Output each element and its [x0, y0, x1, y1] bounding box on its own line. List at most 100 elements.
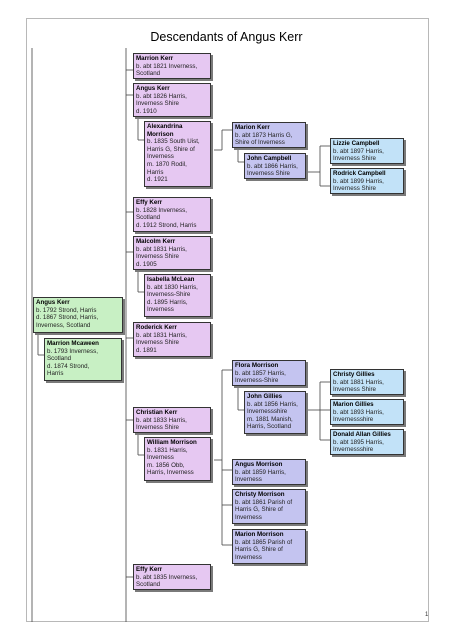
person-roderick-kerr[interactable]: Roderick Kerr b. abt 1831 Harris, Invern…: [133, 322, 211, 357]
person-detail: Inverness-Shire: [147, 291, 191, 299]
person-detail: Shire of Inverness: [235, 139, 285, 147]
person-christian-kerr[interactable]: Christian Kerr b. abt 1833 Harris, Inver…: [133, 407, 211, 433]
person-detail: Harris, Inverness: [147, 469, 194, 477]
person-marrion-kerr[interactable]: Marrion Kerr b. abt 1821 Inverness, Scot…: [133, 53, 211, 79]
person-detail: b. abt 1893 Harris,: [333, 408, 384, 416]
person-detail: Harris, Scotland: [247, 423, 292, 431]
person-john-gillies[interactable]: John Gillies b. abt 1856 Harris, Inverne…: [244, 391, 306, 434]
person-detail: Inverness: [235, 553, 262, 561]
person-detail: b. abt 1856 Harris,: [247, 400, 298, 408]
person-detail: Inverness: [147, 153, 174, 161]
person-detail: b. 1835 South Uist,: [147, 138, 200, 146]
person-detail: Harris G, Shire of: [147, 145, 195, 153]
person-name: Christian Kerr: [136, 409, 178, 416]
person-detail: m. 1881 Manish,: [247, 415, 293, 423]
person-rodrick-campbell[interactable]: Rodrick Campbell b. abt 1899 Harris, Inv…: [330, 168, 404, 194]
person-detail: b. abt 1857 Harris,: [235, 369, 286, 377]
person-detail: Harris: [47, 370, 64, 378]
person-detail: d. 1912 Strond, Harris: [136, 221, 197, 229]
person-name: Malcolm Kerr: [136, 238, 176, 245]
person-name: Marrion Kerr: [136, 55, 174, 62]
person-marrion-mcaween[interactable]: Marrion Mcaween b. 1793 Inverness, Scotl…: [44, 338, 122, 381]
person-detail: b. abt 1866 Harris,: [247, 162, 298, 170]
person-detail: Inverness: [147, 454, 174, 462]
person-detail: Scotland: [136, 581, 161, 589]
person-detail: Invernessshire: [333, 416, 374, 424]
person-detail: b. abt 1881 Harris,: [333, 378, 384, 386]
person-detail: b. 1828 Inverness,: [136, 206, 187, 214]
person-name: Marrion Mcaween: [47, 340, 99, 347]
person-detail: b. abt 1830 Harris,: [147, 283, 198, 291]
person-name: Effy Kerr: [136, 199, 163, 206]
person-detail: Harris: [147, 168, 164, 176]
person-detail: b. abt 1833 Harris,: [136, 416, 187, 424]
person-detail: Inverness Shire: [136, 424, 179, 432]
person-detail: b. abt 1859 Harris,: [235, 468, 286, 476]
person-flora-morrison[interactable]: Flora Morrison b. abt 1857 Harris, Inver…: [232, 360, 306, 386]
person-detail: b. abt 1826 Harris,: [136, 92, 187, 100]
person-detail: b. abt 1831 Harris,: [136, 331, 187, 339]
person-name: John Campbell: [247, 155, 292, 162]
person-detail: Inverness Shire: [247, 170, 290, 178]
person-detail: Inverness: [235, 476, 262, 484]
person-lizzie-campbell[interactable]: Lizzie Campbell b. abt 1897 Harris, Inve…: [330, 138, 404, 164]
person-detail: Inverness Shire: [333, 386, 376, 394]
person-detail: d. 1910: [136, 107, 157, 115]
person-detail: Inverness: [147, 306, 174, 314]
person-detail: Invernessshire: [333, 446, 374, 454]
person-name: Lizzie Campbell: [333, 140, 380, 147]
person-detail: m. 1856 Obb,: [147, 461, 185, 469]
person-detail: b. abt 1835 Inverness,: [136, 573, 198, 581]
person-detail: d. 1867 Strond, Harris,: [36, 314, 99, 322]
person-detail: Scotland: [136, 70, 161, 78]
person-angus-morrison[interactable]: Angus Morrison b. abt 1859 Harris, Inver…: [232, 459, 306, 485]
person-name: Flora Morrison: [235, 362, 279, 369]
person-detail: Harris G, Shire of: [235, 546, 283, 554]
person-name: Alexandrina: [147, 123, 183, 130]
person-detail: b. 1792 Strond, Harris: [36, 306, 97, 314]
person-alexandrina-morrison[interactable]: Alexandrina Morrison b. 1835 South Uist,…: [144, 121, 211, 187]
person-detail: b. abt 1831 Harris,: [136, 245, 187, 253]
person-detail: d. 1921: [147, 176, 168, 184]
person-angus-kerr-root[interactable]: Angus Kerr b. 1792 Strond, Harris d. 186…: [33, 297, 123, 333]
person-detail: b. abt 1895 Harris,: [333, 438, 384, 446]
person-marion-morrison[interactable]: Marion Morrison b. abt 1865 Parish of Ha…: [232, 529, 306, 564]
person-detail: d. 1895 Harris,: [147, 298, 188, 306]
person-name: Marion Kerr: [235, 124, 270, 131]
person-malcolm-kerr[interactable]: Malcolm Kerr b. abt 1831 Harris, Inverne…: [133, 236, 211, 270]
person-isabella-mclean[interactable]: Isabella McLean b. abt 1830 Harris, Inve…: [144, 274, 211, 317]
person-name: Marion Gillies: [333, 401, 374, 408]
person-detail: Inverness-Shire: [235, 377, 279, 385]
person-name: Christy Gillies: [333, 371, 375, 378]
person-effy-kerr-1828[interactable]: Effy Kerr b. 1828 Inverness, Scotland d.…: [133, 197, 211, 232]
person-name-line2: Morrison: [147, 130, 174, 138]
person-name: Marion Morrison: [235, 531, 284, 538]
person-marion-gillies[interactable]: Marion Gillies b. abt 1893 Harris, Inver…: [330, 399, 404, 425]
person-name: Donald Allan Gillies: [333, 431, 391, 438]
person-detail: Invernessshire: [247, 408, 288, 416]
person-detail: Inverness Shire: [136, 253, 179, 261]
person-detail: Harris G, Shire of: [235, 506, 283, 514]
person-marion-kerr[interactable]: Marion Kerr b. abt 1873 Harris G, Shire …: [232, 122, 306, 148]
person-william-morrison[interactable]: William Morrison b. 1831 Harris, Inverne…: [144, 437, 211, 481]
person-john-campbell[interactable]: John Campbell b. abt 1866 Harris, Invern…: [244, 153, 306, 179]
person-effy-kerr-1835[interactable]: Effy Kerr b. abt 1835 Inverness, Scotlan…: [133, 564, 211, 590]
person-name: Isabella McLean: [147, 276, 195, 283]
person-detail: b. 1831 Harris,: [147, 446, 188, 454]
person-name: Angus Kerr: [36, 299, 70, 306]
person-detail: Inverness: [235, 513, 262, 521]
person-detail: b. abt 1865 Parish of: [235, 538, 293, 546]
person-name: Rodrick Campbell: [333, 170, 386, 177]
person-name: William Morrison: [147, 439, 197, 446]
person-christy-gillies[interactable]: Christy Gillies b. abt 1881 Harris, Inve…: [330, 369, 404, 395]
page-number: 1: [425, 612, 429, 618]
person-donald-allan-gillies[interactable]: Donald Allan Gillies b. abt 1895 Harris,…: [330, 429, 404, 455]
chart-title: Descendants of Angus Kerr: [150, 30, 303, 44]
person-angus-kerr[interactable]: Angus Kerr b. abt 1826 Harris, Inverness…: [133, 83, 211, 117]
person-name: Angus Kerr: [136, 85, 170, 92]
person-detail: d. 1874 Strond,: [47, 362, 90, 370]
person-detail: Inverness Shire: [136, 339, 179, 347]
person-christy-morrison[interactable]: Christy Morrison b. abt 1861 Parish of H…: [232, 489, 306, 524]
person-detail: d. 1905: [136, 260, 157, 268]
